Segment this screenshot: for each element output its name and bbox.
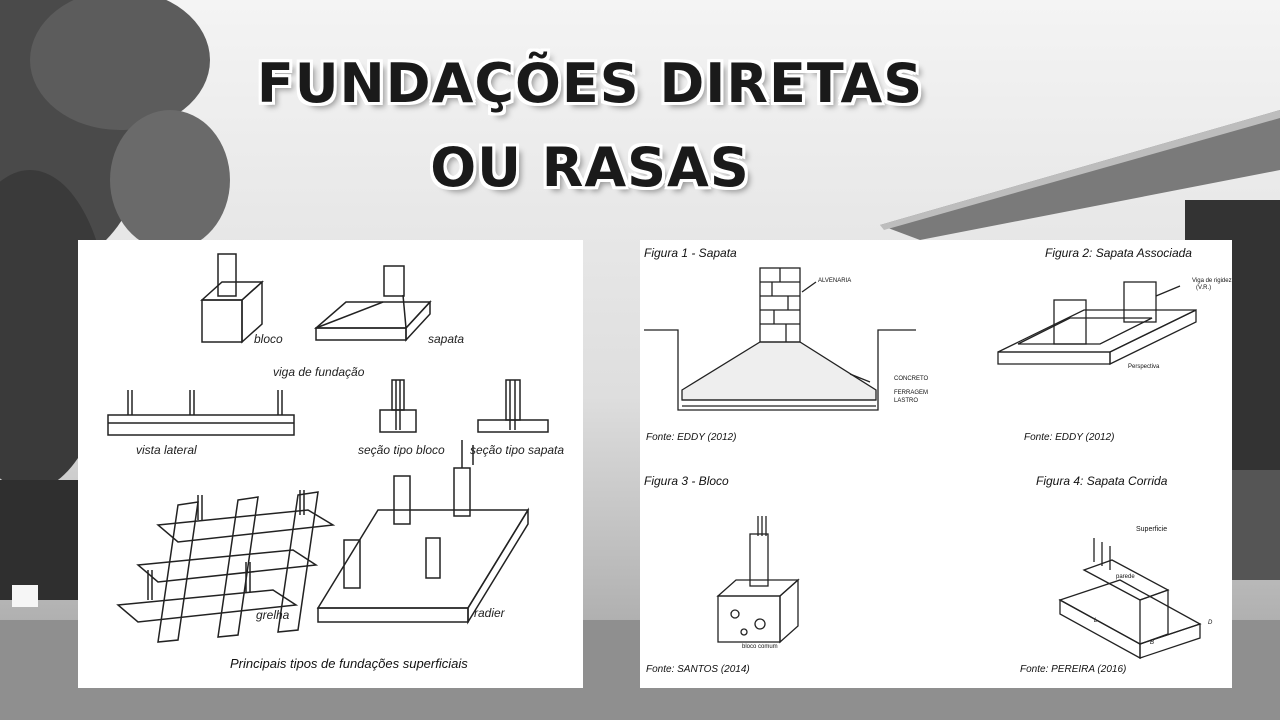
fig1-caption: Figura 1 - Sapata <box>644 246 737 260</box>
fig1-source: Fonte: EDDY (2012) <box>646 432 737 443</box>
fig4-label-d: D <box>1208 620 1213 626</box>
label-radier: radier <box>474 606 505 620</box>
title-line-2: OU RASAS <box>430 136 750 199</box>
label-vista-lateral: vista lateral <box>136 443 197 457</box>
secao-bloco-drawing <box>379 379 417 433</box>
label-bloco: bloco <box>254 332 283 346</box>
fig4-label-parede: parede <box>1116 574 1135 580</box>
fig2-label-vr: (V.R.) <box>1196 285 1212 291</box>
label-sapata: sapata <box>428 332 465 346</box>
fig2-caption: Figura 2: Sapata Associada <box>1045 246 1192 260</box>
fig2-label-viga-de-rigidez: Viga de rigidez <box>1192 278 1232 284</box>
foundation-types-panel: bloco sapata viga de fundação vista late… <box>78 240 583 688</box>
label-secao-tipo-bloco: seção tipo bloco <box>358 443 445 457</box>
label-viga-de-fundacao: viga de fundação <box>273 365 365 379</box>
trees-left <box>0 0 230 600</box>
sapata-drawing <box>313 265 432 342</box>
lamp <box>12 585 38 607</box>
title-line-1: FUNDAÇÕES DIRETAS <box>256 52 924 115</box>
fig2-source: Fonte: EDDY (2012) <box>1024 432 1115 443</box>
fig4-label-l: L <box>1094 618 1098 624</box>
fig2-sapata-associada-drawing <box>997 281 1197 366</box>
fig3-caption: Figura 3 - Bloco <box>644 474 729 488</box>
left-panel-caption: Principais tipos de fundações superficia… <box>230 656 468 671</box>
fig3-source: Fonte: SANTOS (2014) <box>646 664 750 675</box>
fig4-sapata-corrida-drawing <box>1058 538 1202 660</box>
fig1-label-lastro: LASTRO <box>894 398 919 404</box>
fig1-label-concreto: CONCRETO <box>894 376 929 382</box>
fig3-bloco-drawing <box>716 516 800 644</box>
fig1-label-ferragem: FERRAGEM <box>894 390 929 396</box>
figures-panel: Figura 1 - Sapata ALVENARIA CONCRETO FER… <box>640 240 1232 688</box>
fig4-source: Fonte: PEREIRA (2016) <box>1020 664 1127 675</box>
secao-sapata-drawing <box>477 379 549 433</box>
radier-drawing <box>316 440 530 625</box>
fig3-label-bloco-comum: bloco comum <box>742 644 778 650</box>
page-title: FUNDAÇÕES DIRETAS OU RASAS <box>190 42 990 210</box>
bloco-drawing <box>200 253 264 344</box>
fig2-label-perspectiva: Perspectiva <box>1128 364 1160 370</box>
label-secao-tipo-sapata: seção tipo sapata <box>470 443 565 457</box>
fig1-label-alvenaria: ALVENARIA <box>818 278 852 284</box>
fig1-sapata-drawing <box>644 267 916 411</box>
vista-lateral-drawing <box>107 390 295 436</box>
fig4-label-superficie: Superficie <box>1136 526 1168 533</box>
grelha-drawing <box>116 490 336 643</box>
fig4-label-b: B <box>1150 640 1155 646</box>
figures-drawing <box>644 267 1202 660</box>
label-grelha: grelha <box>256 608 290 622</box>
foundation-types-drawing <box>107 253 549 643</box>
fig4-caption: Figura 4: Sapata Corrida <box>1036 474 1168 488</box>
